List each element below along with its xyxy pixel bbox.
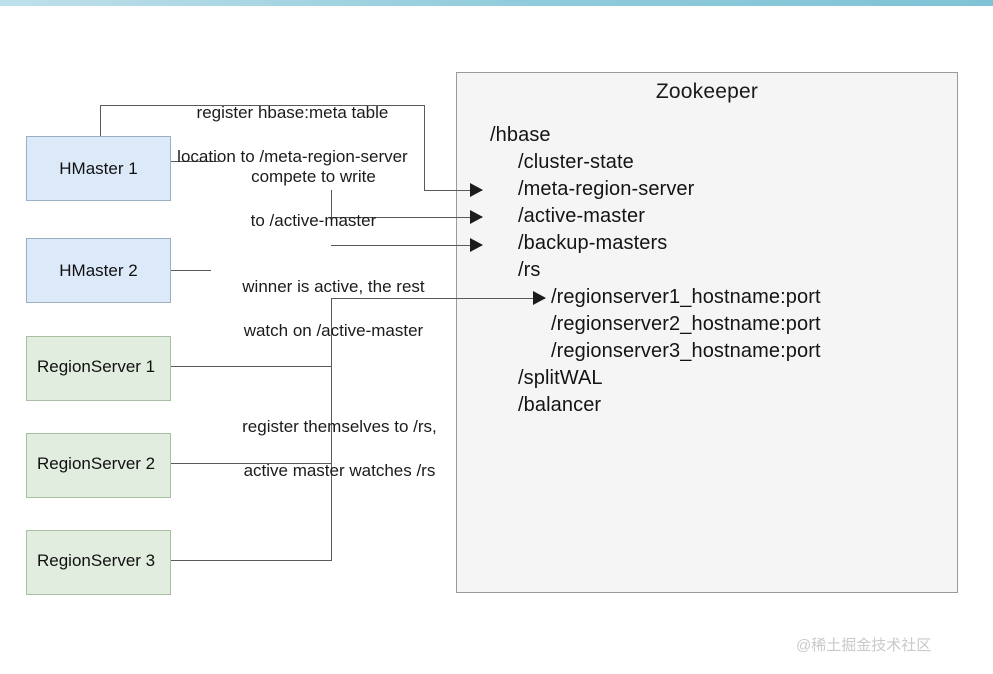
node-hmaster-2-label: HMaster 2 [59, 261, 138, 280]
connector-compete-vertical [331, 190, 332, 218]
node-hmaster-1-label: HMaster 1 [59, 159, 138, 178]
annotation-winner-active: winner is active, the rest watch on /act… [205, 254, 443, 364]
annotation-rs-register: register themselves to /rs, active maste… [215, 394, 445, 504]
annotation-winner-active-line2: watch on /active-master [243, 321, 424, 340]
node-regionserver-2-label: RegionServer 2 [37, 454, 156, 473]
connector-backup-horizontal [331, 245, 482, 246]
zk-node-splitwal: /splitWAL [518, 367, 603, 389]
node-regionserver-1[interactable]: RegionServer 1 [26, 336, 171, 401]
zk-node-hbase: /hbase [490, 124, 551, 146]
connector-rs3-branch [171, 560, 332, 561]
zookeeper-panel [456, 72, 958, 593]
node-hmaster-2[interactable]: HMaster 2 [26, 238, 171, 303]
zk-node-meta-region-server: /meta-region-server [518, 178, 695, 200]
zk-node-cluster-state: /cluster-state [518, 151, 634, 173]
zk-node-balancer: /balancer [518, 394, 602, 416]
connector-rs-horizontal-to-arrow [331, 298, 545, 299]
arrow-to-meta-region-server [470, 183, 483, 197]
connector-meta-horizontal-top [100, 105, 425, 106]
zookeeper-title: Zookeeper [655, 80, 759, 103]
zk-node-active-master: /active-master [518, 205, 645, 227]
annotation-meta-register-line2: location to /meta-region-server [177, 147, 408, 166]
annotation-rs-register-line1: register themselves to /rs, [242, 417, 437, 436]
annotation-meta-register: register hbase:meta table location to /m… [148, 80, 418, 190]
arrow-to-backup-masters [470, 238, 483, 252]
annotation-rs-register-line2: active master watches /rs [243, 461, 436, 480]
annotation-compete-write-line2: to /active-master [250, 211, 377, 230]
zk-node-regionserver1: /regionserver1_hostname:port [551, 286, 821, 308]
connector-rs2-branch [171, 463, 332, 464]
annotation-compete-write: compete to write to /active-master [216, 144, 392, 254]
connector-compete-horizontal [331, 217, 482, 218]
zk-node-regionserver3: /regionserver3_hostname:port [551, 340, 821, 362]
connector-hmaster2-stub [171, 270, 211, 271]
node-regionserver-3[interactable]: RegionServer 3 [26, 530, 171, 595]
connector-meta-horizontal-end [424, 190, 482, 191]
annotation-winner-active-line1: winner is active, the rest [242, 277, 425, 296]
top-accent-bar [0, 0, 993, 6]
arrow-to-active-master [470, 210, 483, 224]
node-hmaster-1[interactable]: HMaster 1 [26, 136, 171, 201]
node-regionserver-3-label: RegionServer 3 [37, 551, 156, 570]
connector-meta-vertical-left [100, 105, 101, 136]
node-regionserver-1-label: RegionServer 1 [37, 357, 156, 376]
annotation-meta-register-line1: register hbase:meta table [196, 103, 389, 122]
watermark: @稀土掘金技术社区 [796, 637, 932, 654]
zk-node-backup-masters: /backup-masters [518, 232, 668, 254]
zk-node-regionserver2: /regionserver2_hostname:port [551, 313, 821, 335]
connector-compete-from-hmaster1 [171, 161, 219, 162]
annotation-compete-write-line1: compete to write [251, 167, 376, 186]
connector-rs-trunk [331, 298, 332, 560]
node-regionserver-2[interactable]: RegionServer 2 [26, 433, 171, 498]
connector-meta-vertical-right [424, 105, 425, 190]
connector-rs1-branch [171, 366, 332, 367]
arrow-to-regionserver1-node [533, 291, 546, 305]
zk-node-rs: /rs [518, 259, 541, 281]
